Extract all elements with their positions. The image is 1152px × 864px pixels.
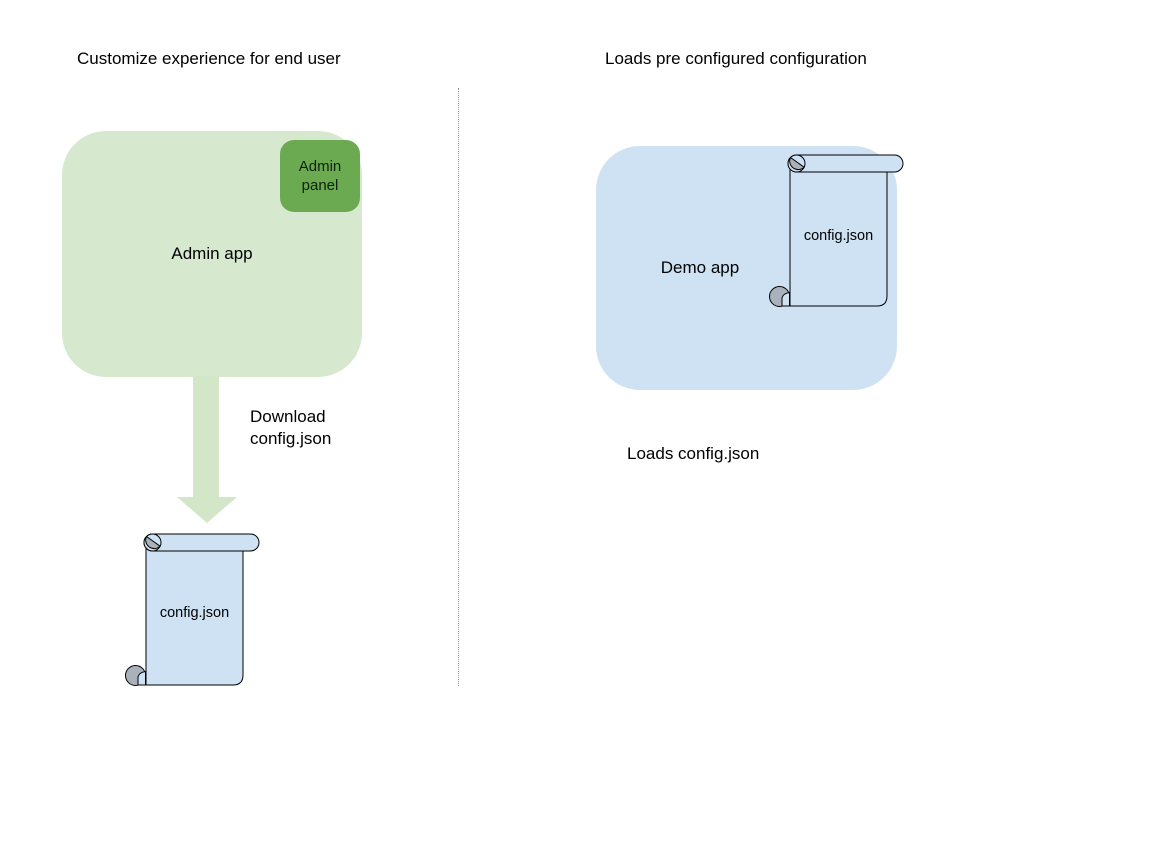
admin-panel-box: Admin panel — [280, 140, 360, 212]
loads-config-caption: Loads config.json — [627, 444, 760, 463]
download-arrow-label: Download config.json — [250, 407, 332, 448]
admin-panel-label: Admin panel — [298, 158, 342, 194]
left-section-title: Customize experience for end user — [77, 49, 341, 68]
config-json-scroll-icon — [125, 533, 260, 686]
section-divider — [458, 88, 459, 686]
download-arrow-icon — [177, 376, 237, 523]
right-section-title: Loads pre configured configuration — [605, 49, 867, 68]
config-json-scroll-icon — [769, 154, 904, 307]
